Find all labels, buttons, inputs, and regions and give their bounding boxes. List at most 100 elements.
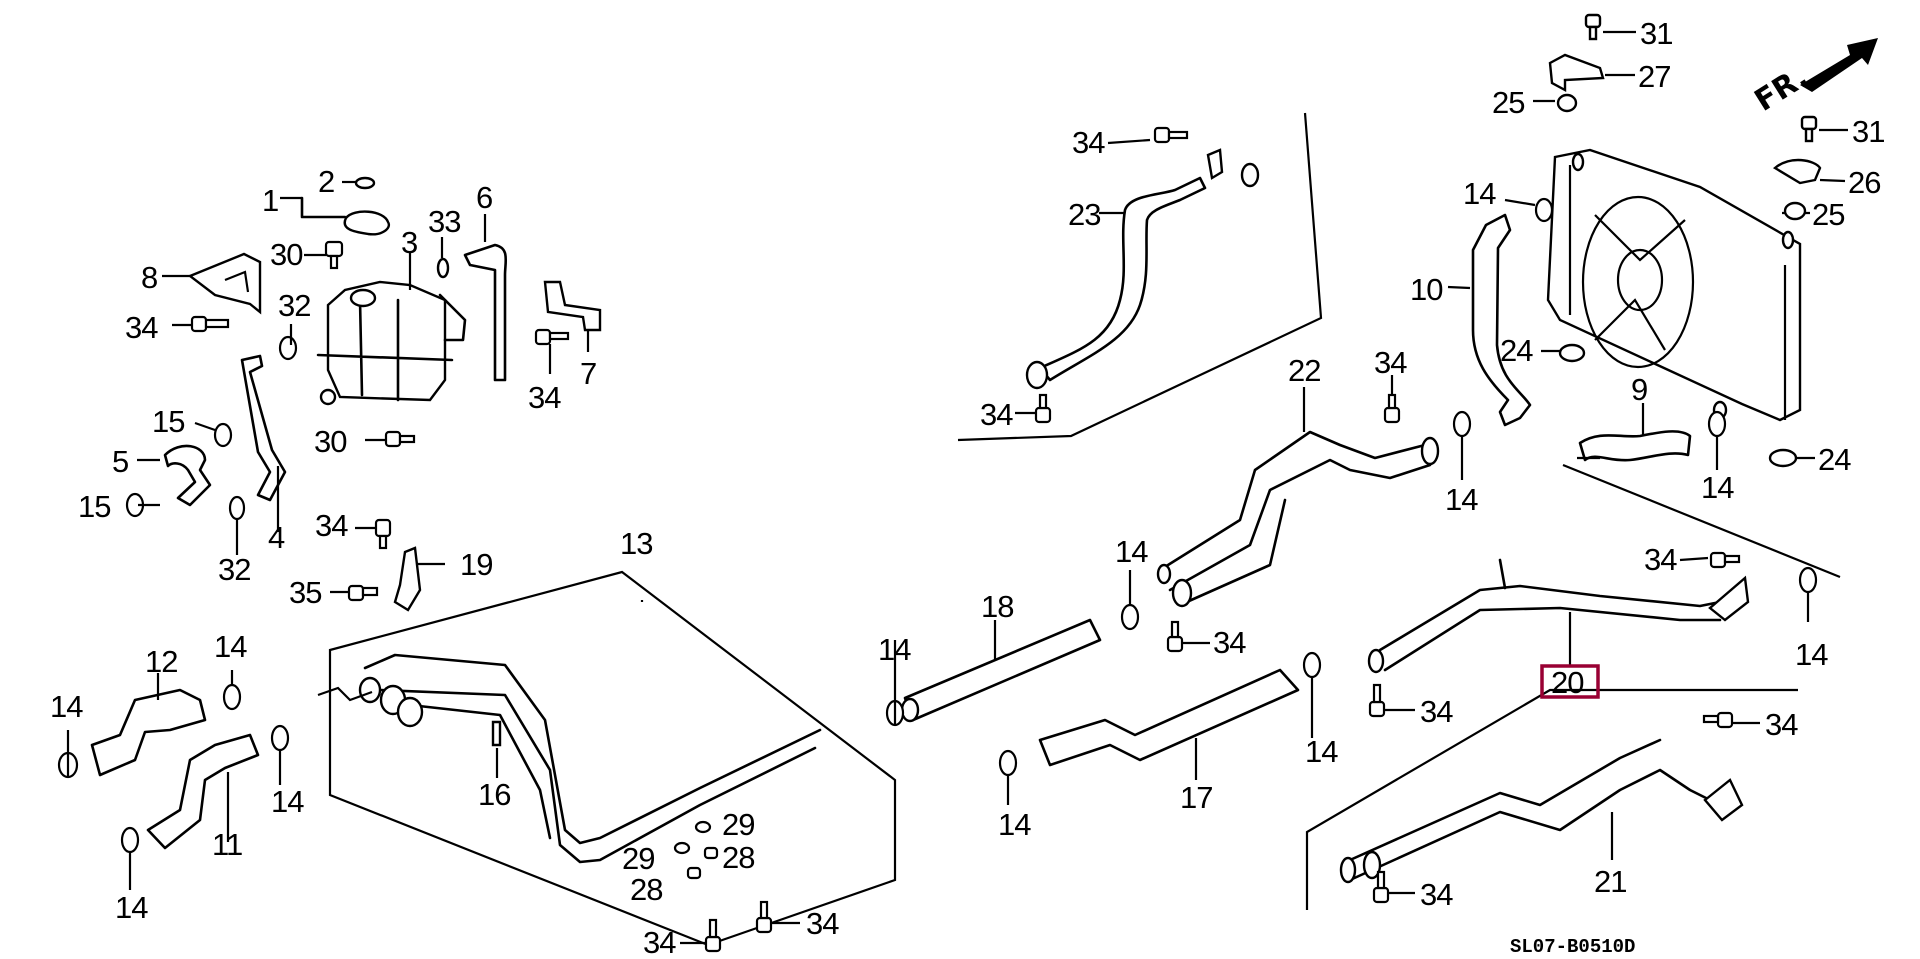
label-32[interactable]: 32 (218, 552, 251, 587)
label-34[interactable]: 34 (1374, 345, 1408, 380)
part-9-hose[interactable] (1578, 403, 1692, 462)
part-7-bracket[interactable] (543, 280, 602, 352)
part-radiator-fan-assembly[interactable] (1546, 148, 1802, 422)
label-11[interactable]: 11 (212, 827, 243, 862)
part-31-bolt-right[interactable] (1800, 115, 1848, 143)
label-35[interactable]: 35 (289, 575, 322, 610)
label-14[interactable]: 14 (1305, 734, 1339, 769)
part-20-water-pipe[interactable] (1367, 558, 1750, 674)
label-14[interactable]: 14 (1701, 470, 1735, 505)
label-34[interactable]: 34 (1213, 625, 1247, 660)
part-8-bracket[interactable] (162, 252, 262, 315)
label-10[interactable]: 10 (1410, 272, 1444, 307)
part-31-bolt-left[interactable] (1584, 13, 1636, 41)
part-12-hose[interactable] (90, 673, 207, 777)
part-25-mount-right[interactable] (1782, 201, 1810, 221)
label-33[interactable]: 33 (428, 204, 461, 239)
part-1-radiator-cap[interactable] (280, 196, 391, 236)
label-17[interactable]: 17 (1180, 780, 1213, 815)
label-9[interactable]: 9 (1631, 372, 1648, 407)
label-26[interactable]: 26 (1848, 165, 1881, 200)
label-32[interactable]: 32 (278, 288, 311, 323)
part-5-hose[interactable] (137, 444, 212, 507)
part-25-mount-left[interactable] (1533, 93, 1578, 113)
label-28[interactable]: 28 (722, 840, 755, 875)
label-19[interactable]: 19 (460, 547, 493, 582)
part-27-bracket[interactable] (1548, 53, 1635, 93)
label-20[interactable]: 20 (1551, 665, 1585, 700)
label-4[interactable]: 4 (268, 520, 286, 555)
label-15[interactable]: 15 (78, 489, 111, 524)
label-14[interactable]: 14 (271, 784, 305, 819)
label-14[interactable]: 14 (998, 807, 1032, 842)
part-26-bracket[interactable] (1772, 158, 1846, 185)
part-21-water-pipe[interactable] (1339, 738, 1744, 884)
group-outline-13 (328, 570, 897, 947)
label-34[interactable]: 34 (1072, 125, 1106, 160)
label-14[interactable]: 14 (214, 629, 248, 664)
label-7[interactable]: 7 (580, 356, 597, 391)
part-16-bolt[interactable] (491, 720, 502, 778)
label-24[interactable]: 24 (1500, 333, 1534, 368)
label-14[interactable]: 14 (1445, 482, 1479, 517)
label-14[interactable]: 14 (1115, 534, 1149, 569)
label-28[interactable]: 28 (630, 872, 663, 907)
label-18[interactable]: 18 (981, 589, 1014, 624)
label-29[interactable]: 29 (722, 807, 755, 842)
part-10-hose[interactable] (1447, 213, 1532, 427)
label-13[interactable]: 13 (620, 526, 653, 561)
part-33-clip[interactable] (436, 237, 450, 279)
part-4-hose[interactable] (240, 354, 287, 532)
label-6[interactable]: 6 (476, 180, 493, 215)
label-31[interactable]: 31 (1640, 16, 1673, 51)
label-5[interactable]: 5 (112, 444, 129, 479)
label-14[interactable]: 14 (1795, 637, 1829, 672)
label-25[interactable]: 25 (1812, 197, 1845, 232)
label-24[interactable]: 24 (1818, 442, 1852, 477)
label-30[interactable]: 30 (314, 424, 348, 459)
label-12[interactable]: 12 (145, 644, 178, 679)
part-24-mount-lower[interactable] (1768, 448, 1815, 468)
part-2-seal[interactable] (342, 176, 376, 190)
label-25[interactable]: 25 (1492, 85, 1525, 120)
part-3-reserve-tank[interactable] (316, 252, 467, 406)
label-34[interactable]: 34 (806, 906, 840, 941)
part-19-bracket[interactable] (393, 546, 445, 612)
label-1[interactable]: 1 (262, 183, 279, 218)
part-13-heater-pipe-assembly[interactable] (317, 600, 822, 864)
selected-part-20[interactable]: 20 (1540, 664, 1600, 700)
label-27[interactable]: 27 (1638, 59, 1671, 94)
label-34[interactable]: 34 (980, 397, 1014, 432)
part-23-water-pipe[interactable] (1025, 148, 1260, 390)
label-34[interactable]: 34 (1420, 694, 1454, 729)
label-34[interactable]: 34 (1765, 707, 1799, 742)
label-34[interactable]: 34 (1420, 877, 1454, 912)
part-11-hose[interactable] (146, 733, 260, 850)
label-14[interactable]: 14 (115, 890, 149, 925)
label-22[interactable]: 22 (1288, 353, 1321, 388)
label-16[interactable]: 16 (478, 777, 511, 812)
part-17-hose[interactable] (1038, 668, 1300, 780)
label-30[interactable]: 30 (270, 237, 304, 272)
label-21[interactable]: 21 (1594, 864, 1627, 899)
label-34[interactable]: 34 (315, 508, 349, 543)
label-34[interactable]: 34 (528, 380, 562, 415)
label-14[interactable]: 14 (50, 689, 84, 724)
part-18-hose[interactable] (900, 618, 1102, 723)
label-31[interactable]: 31 (1852, 114, 1885, 149)
label-15[interactable]: 15 (152, 404, 185, 439)
label-23[interactable]: 23 (1068, 197, 1101, 232)
label-8[interactable]: 8 (141, 260, 158, 295)
label-14[interactable]: 14 (1463, 176, 1497, 211)
label-34[interactable]: 34 (125, 310, 159, 345)
label-3[interactable]: 3 (401, 225, 418, 260)
label-34[interactable]: 34 (1644, 542, 1678, 577)
label-2[interactable]: 2 (318, 164, 335, 199)
label-14[interactable]: 14 (878, 632, 912, 667)
part-24-mount-upper[interactable] (1541, 343, 1586, 363)
label-34[interactable]: 34 (643, 925, 677, 959)
part-6-overflow-tube[interactable] (463, 214, 508, 382)
clamp-icons (57, 197, 1818, 854)
part-22-water-pipe[interactable] (1156, 387, 1440, 608)
label-29[interactable]: 29 (622, 841, 655, 876)
